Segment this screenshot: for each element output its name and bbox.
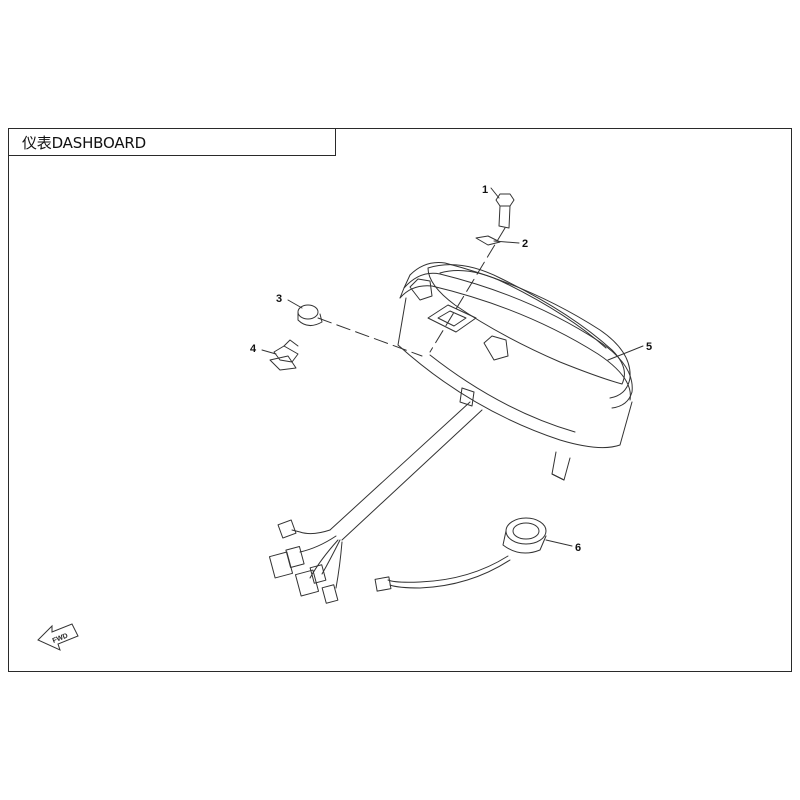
callout-6: 6 bbox=[575, 542, 581, 554]
callout-3: 3 bbox=[276, 293, 282, 305]
callout-1: 1 bbox=[482, 184, 488, 196]
bushing[interactable] bbox=[297, 304, 323, 326]
fwd-arrow-icon: FWD bbox=[37, 623, 79, 651]
washer[interactable] bbox=[475, 235, 501, 246]
callout-2: 2 bbox=[522, 238, 528, 250]
title-block: 仪表DASHBOARD bbox=[8, 128, 336, 156]
speed-sensor[interactable] bbox=[374, 517, 547, 592]
harness-connectors[interactable] bbox=[268, 519, 343, 604]
page-title: 仪表DASHBOARD bbox=[22, 134, 146, 152]
callout-4: 4 bbox=[250, 343, 257, 355]
clip[interactable] bbox=[269, 339, 299, 371]
leader-lines bbox=[261, 187, 644, 547]
callout-5: 5 bbox=[646, 341, 652, 353]
instrument-cluster[interactable] bbox=[329, 262, 633, 541]
assembly-lines bbox=[317, 227, 506, 357]
drawing-frame bbox=[8, 128, 792, 672]
screw[interactable] bbox=[495, 193, 515, 229]
